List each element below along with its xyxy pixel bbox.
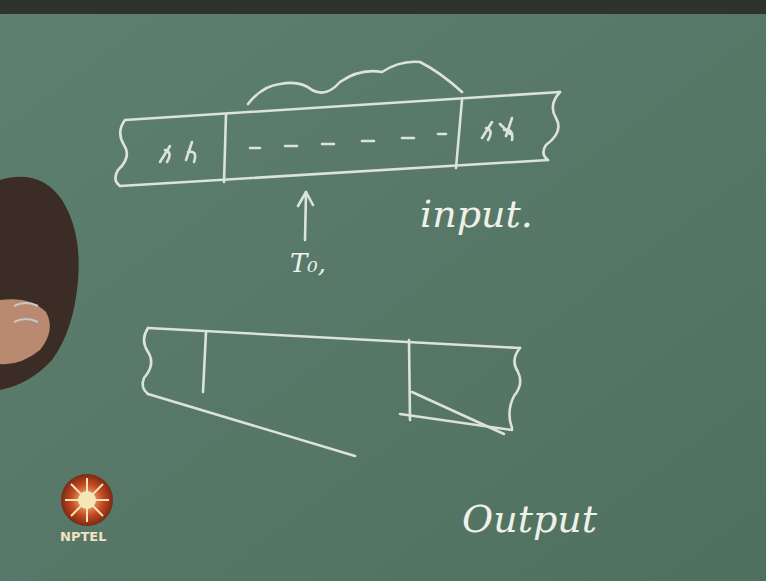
beam-edge bbox=[400, 414, 512, 430]
segment-divider bbox=[456, 100, 462, 168]
temperature-profile bbox=[248, 62, 462, 104]
board-frame bbox=[0, 0, 766, 14]
segment-divider bbox=[203, 332, 206, 392]
dash-line bbox=[250, 134, 446, 148]
logo-text: NPTEL bbox=[60, 530, 106, 543]
nptel-logo bbox=[61, 474, 113, 526]
break-line bbox=[509, 348, 520, 428]
arrow-head bbox=[298, 192, 313, 206]
handwritten-label: Output bbox=[462, 500, 597, 538]
segment-divider bbox=[224, 114, 226, 182]
beam-edge bbox=[148, 328, 520, 348]
segment-divider bbox=[409, 340, 410, 420]
cross-mark bbox=[482, 118, 512, 140]
beam-sketch bbox=[115, 62, 560, 456]
lecturer-figure bbox=[0, 177, 79, 390]
beam-edge bbox=[120, 160, 548, 186]
deformed-edge bbox=[412, 392, 504, 434]
break-line bbox=[543, 92, 560, 160]
break-line bbox=[143, 328, 152, 394]
break-line bbox=[115, 120, 126, 186]
deformed-edge bbox=[148, 394, 355, 456]
beam-edge bbox=[125, 92, 560, 120]
arrow-line bbox=[305, 192, 306, 240]
cross-mark bbox=[160, 142, 195, 162]
symbol-label: T₀, bbox=[290, 250, 326, 276]
handwritten-label: input. bbox=[420, 195, 533, 233]
